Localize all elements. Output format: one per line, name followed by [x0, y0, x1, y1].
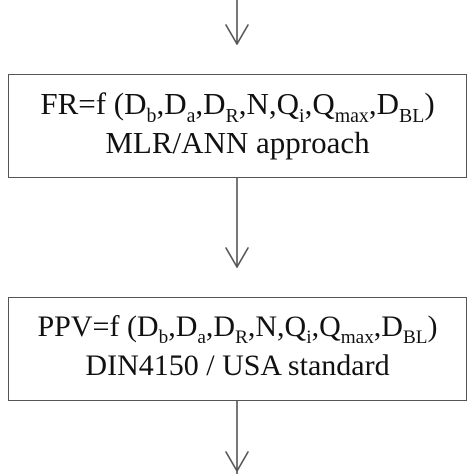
fr-process-box: FR=f (Db,Da,DR,N,Qi,Qmax,DBL) MLR/ANN ap… — [8, 74, 467, 178]
ppv-process-box: PPV=f (Db,Da,DR,N,Qi,Qmax,DBL) DIN4150 /… — [8, 297, 467, 401]
fr-method-label: MLR/ANN approach — [105, 125, 370, 160]
middle-arrow — [225, 177, 249, 268]
ppv-method-label: DIN4150 / USA standard — [85, 349, 390, 382]
fr-formula: FR=f (Db,Da,DR,N,Qi,Qmax,DBL) — [40, 86, 435, 127]
ppv-formula: PPV=f (Db,Da,DR,N,Qi,Qmax,DBL) — [37, 310, 438, 349]
bottom-arrow — [225, 400, 249, 474]
top-arrow — [225, 0, 249, 45]
